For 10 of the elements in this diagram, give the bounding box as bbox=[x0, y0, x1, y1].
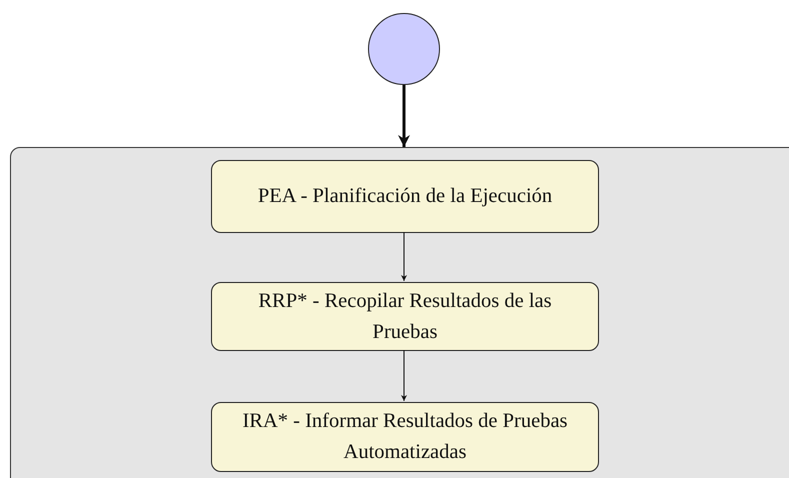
step-label: IRA* - Informar Resultados de Pruebas Automatizadas bbox=[241, 409, 569, 465]
arrow bbox=[401, 232, 407, 282]
process-box bbox=[211, 282, 599, 351]
arrow bbox=[401, 350, 407, 402]
step-label: RRP* - Recopilar Resultados de las Pruebas bbox=[257, 288, 553, 344]
process-box bbox=[211, 160, 599, 233]
process-box bbox=[211, 402, 599, 472]
step-label: PEA - Planificación de la Ejecución bbox=[256, 184, 554, 209]
arrow bbox=[398, 85, 410, 147]
group-panel bbox=[10, 147, 789, 478]
